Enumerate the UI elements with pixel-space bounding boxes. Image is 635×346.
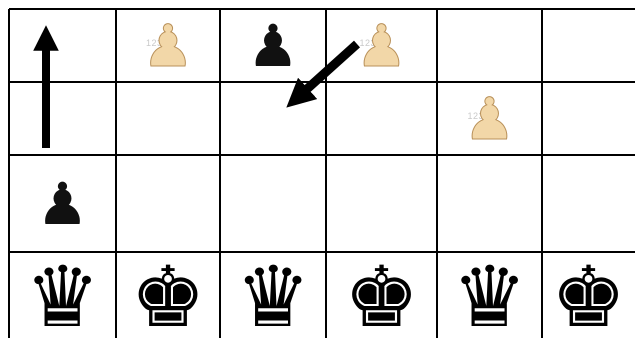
- white-pawn-icon[interactable]: ♟: [142, 17, 194, 75]
- white-pawn-icon[interactable]: ♟: [356, 17, 408, 75]
- board-square[interactable]: [116, 155, 220, 252]
- board-square[interactable]: [437, 155, 542, 252]
- black-queen-icon[interactable]: ♛: [452, 255, 527, 339]
- board-square[interactable]: [326, 155, 437, 252]
- board-square[interactable]: [9, 82, 116, 155]
- black-king-icon[interactable]: ♚: [130, 255, 205, 339]
- board-square[interactable]: [542, 9, 635, 82]
- black-king-icon[interactable]: ♚: [344, 255, 419, 339]
- black-pawn-icon[interactable]: ♟: [37, 175, 89, 233]
- board-square[interactable]: [220, 82, 326, 155]
- board-square[interactable]: [9, 9, 116, 82]
- board-square[interactable]: [116, 82, 220, 155]
- black-pawn-icon[interactable]: ♟: [247, 17, 299, 75]
- board-square[interactable]: [437, 9, 542, 82]
- board-square[interactable]: [542, 82, 635, 155]
- black-king-icon[interactable]: ♚: [551, 255, 626, 339]
- board-square[interactable]: [542, 155, 635, 252]
- board-square[interactable]: [220, 155, 326, 252]
- black-queen-icon[interactable]: ♛: [25, 255, 100, 339]
- white-pawn-icon[interactable]: ♟: [464, 90, 516, 148]
- board-square[interactable]: [326, 82, 437, 155]
- black-queen-icon[interactable]: ♛: [235, 255, 310, 339]
